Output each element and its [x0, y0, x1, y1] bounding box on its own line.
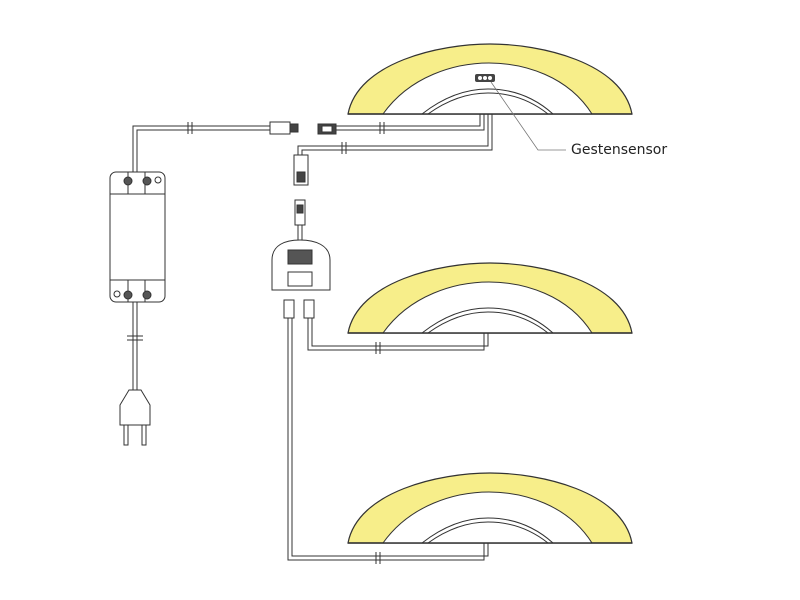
power-supply	[109, 171, 166, 303]
sensor-leader-line	[490, 81, 566, 151]
gesture-sensor-label: Gestensensor	[571, 142, 668, 158]
cables	[127, 114, 493, 564]
gesture-sensor-icon	[475, 74, 495, 82]
mains-plug-icon	[119, 389, 151, 446]
lamp-3	[347, 472, 633, 544]
distributor-box	[271, 239, 331, 291]
lamp-2	[347, 262, 633, 334]
connectors	[269, 121, 337, 319]
